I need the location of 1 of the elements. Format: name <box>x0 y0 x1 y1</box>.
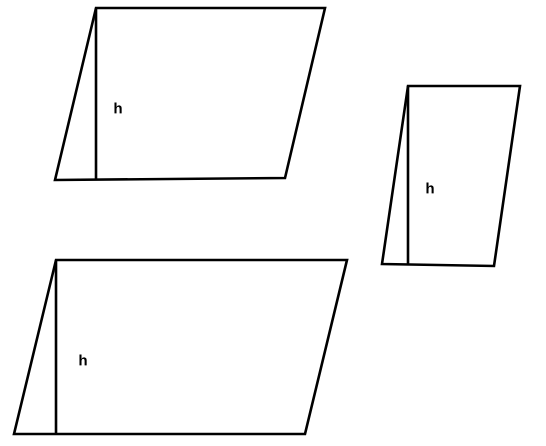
parallelogram: h <box>380 84 522 268</box>
